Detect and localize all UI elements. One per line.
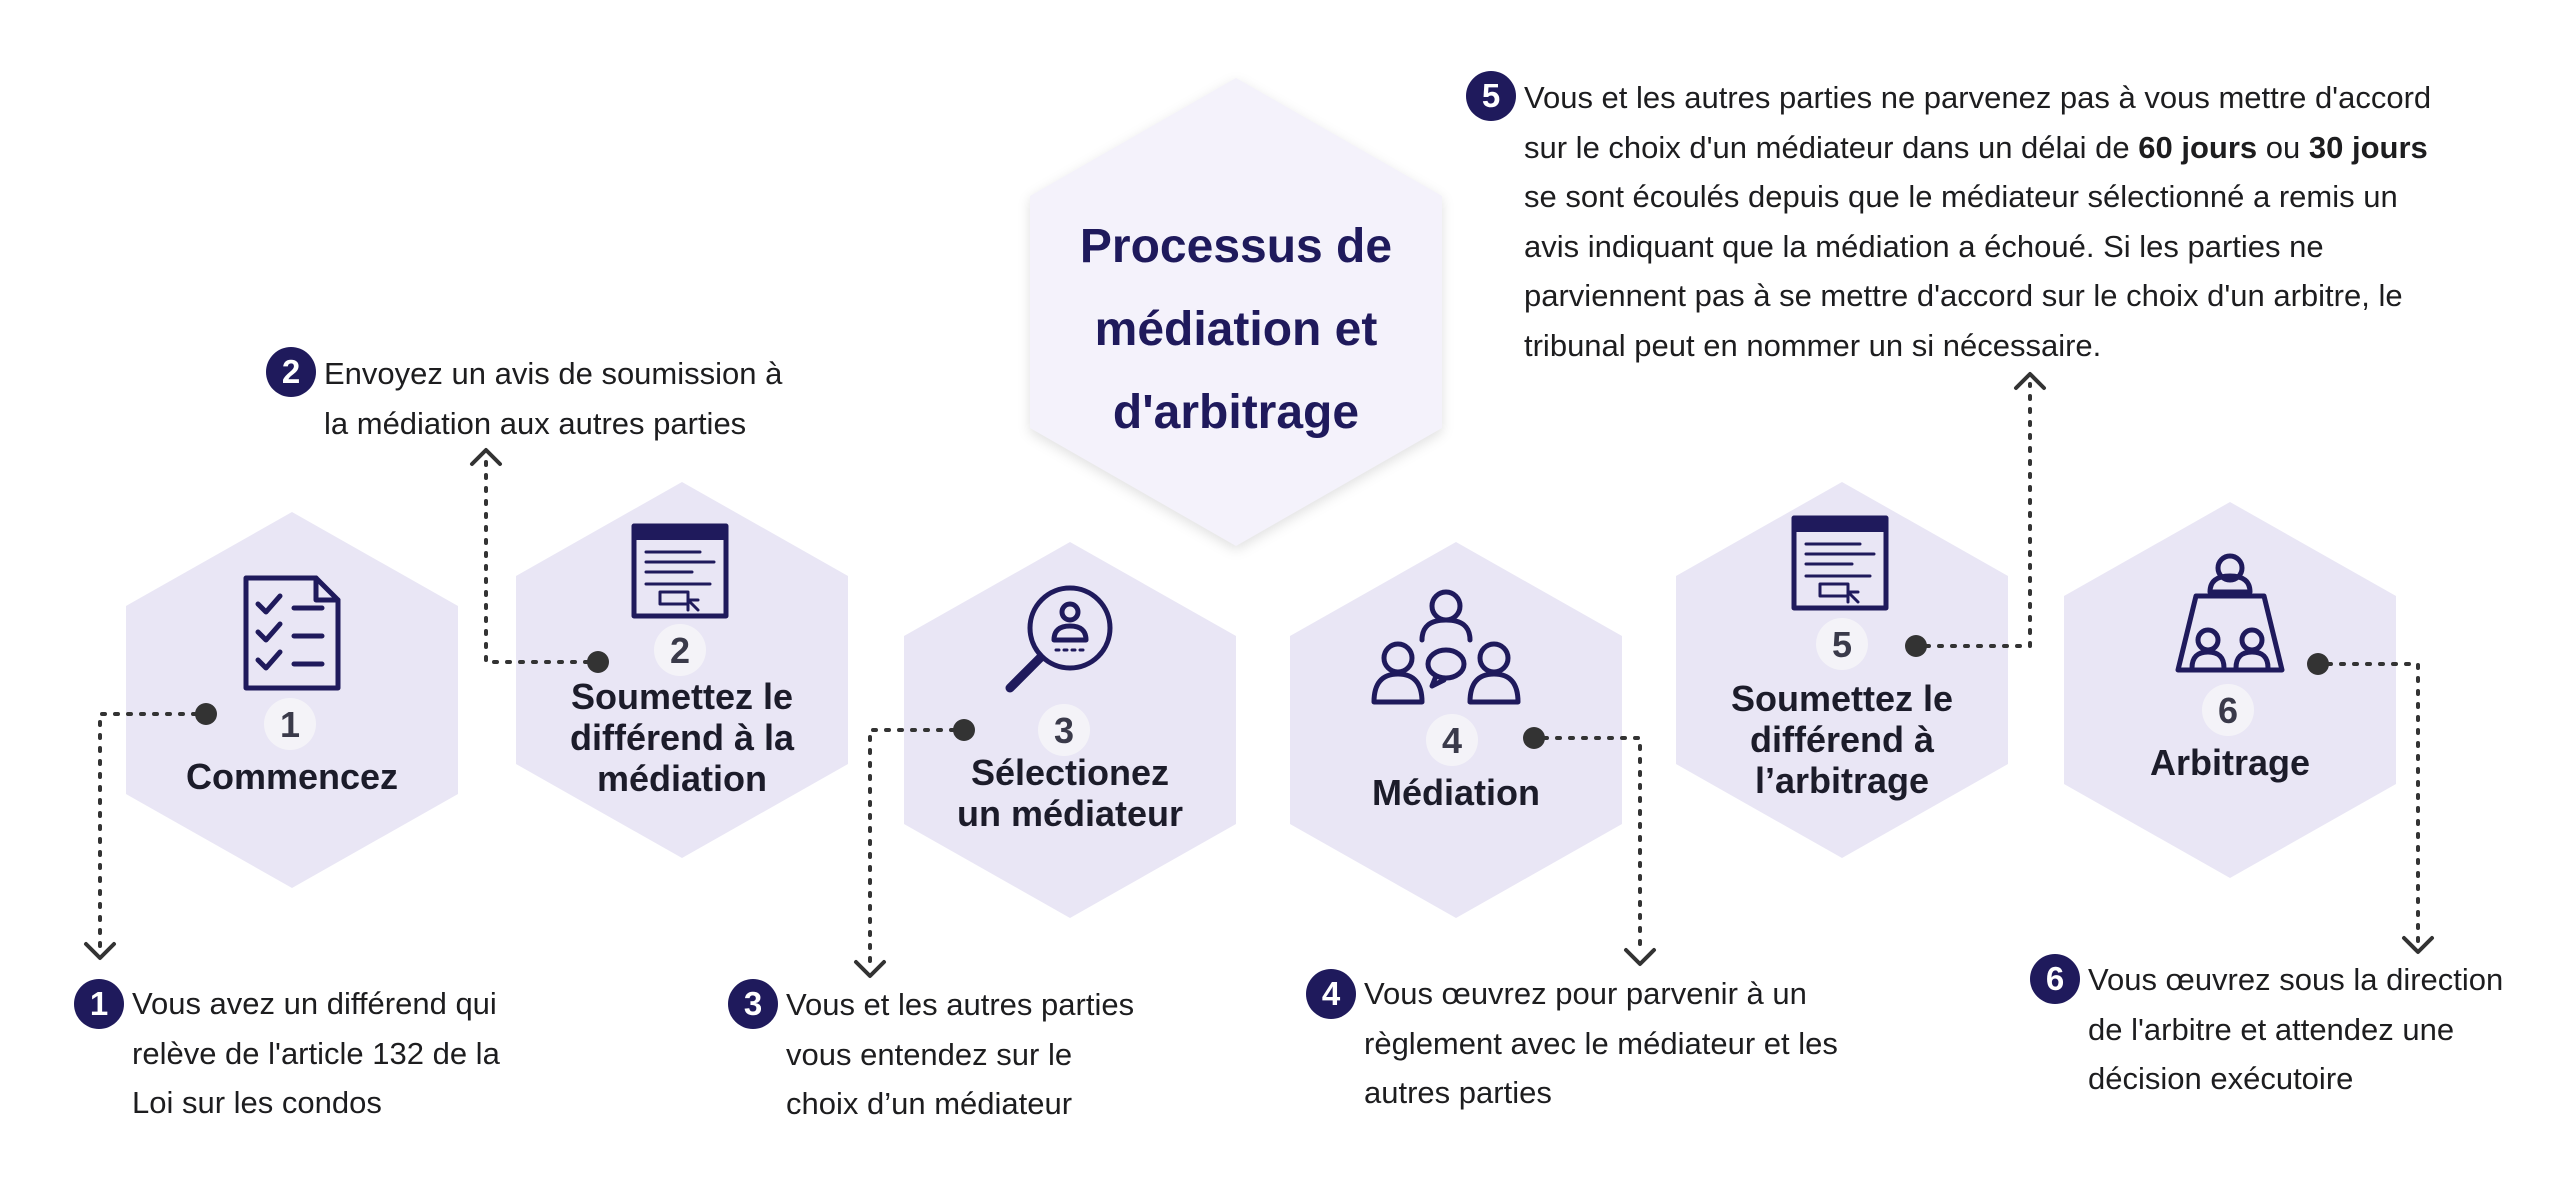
note-6-badge: 6: [2030, 954, 2080, 1004]
note-5-text: Vous et les autres parties ne parvenez p…: [1524, 80, 2432, 363]
search-person-icon: [1005, 585, 1113, 693]
web-form-icon: [631, 523, 729, 619]
connector-4: [1523, 727, 1656, 966]
connector-2: [470, 448, 609, 673]
svg-text:1: 1: [280, 704, 300, 745]
note-6-text: Vous œuvrez sous la direction de l'arbit…: [2088, 962, 2504, 1096]
title-line: médiation et: [1094, 303, 1378, 356]
title-hexagon: [1030, 78, 1442, 546]
note-3-text: Vous et les autres parties vous entendez…: [786, 987, 1135, 1121]
step-1-number: 1: [264, 698, 316, 750]
svg-text:2: 2: [670, 630, 690, 671]
svg-text:3: 3: [1054, 710, 1074, 751]
step-2-label: Soumettez le différend à la médiation: [569, 676, 795, 799]
step-4-label: Médiation: [1372, 772, 1540, 813]
note-5-badge: 5: [1466, 71, 1516, 121]
svg-text:5: 5: [1832, 624, 1852, 665]
note-2-text: Envoyez un avis de soumission à la média…: [324, 356, 783, 441]
step-2-number: 2: [654, 624, 706, 676]
note-3-badge: 3: [728, 979, 778, 1029]
group-discussion-icon: [1371, 589, 1521, 705]
checklist-icon: [243, 575, 341, 691]
title-line: Processus de: [1079, 220, 1393, 273]
step-5-label: Soumettez le différend à l’arbitrage: [1730, 678, 1954, 801]
duration-60-days: 60 jours: [2138, 129, 2258, 165]
connector-1: [84, 703, 217, 960]
diagram-title: Processus de médiation et d'arbitrage: [1036, 205, 1436, 454]
step-6-label: Arbitrage: [2149, 742, 2311, 783]
note-1-badge: 1: [74, 979, 124, 1029]
step-5-number: 5: [1816, 618, 1868, 670]
title-line: d'arbitrage: [1112, 386, 1360, 439]
note-2-badge: 2: [266, 347, 316, 397]
note-1-text: Vous avez un différend qui relève de l'a…: [132, 986, 500, 1120]
step-6-number: 6: [2202, 684, 2254, 736]
arbitration-table-icon: [2175, 553, 2285, 673]
web-form-icon: [1791, 515, 1889, 611]
duration-30-days: 30 jours: [2308, 129, 2428, 165]
step-4-number: 4: [1426, 714, 1478, 766]
step-3-label: Sélectionez un médiateur: [956, 752, 1184, 834]
svg-text:4: 4: [1442, 720, 1462, 761]
connector-6: [2307, 653, 2434, 954]
step-1-label: Commencez: [185, 756, 399, 797]
note-4-text: Vous œuvrez pour parvenir à un règlement…: [1364, 976, 1838, 1110]
connector-5: [1905, 372, 2046, 657]
connector-3: [854, 719, 975, 978]
svg-text:6: 6: [2218, 690, 2238, 731]
note-4-badge: 4: [1306, 969, 1356, 1019]
step-3-number: 3: [1038, 704, 1090, 756]
